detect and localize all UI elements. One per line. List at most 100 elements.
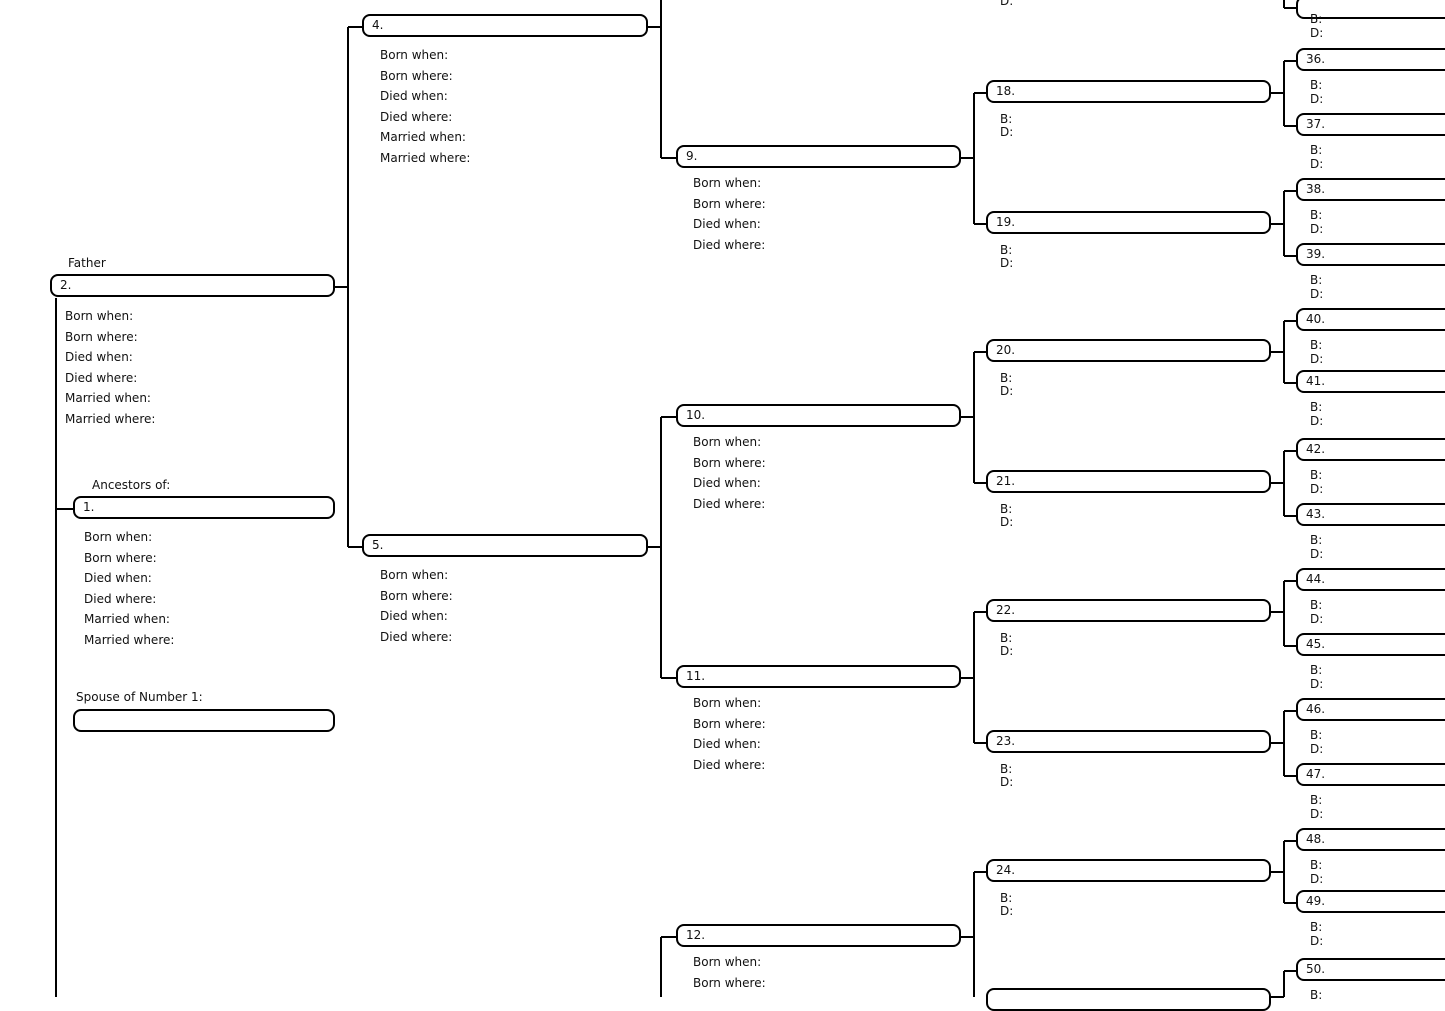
connector-line: [974, 223, 988, 225]
p10-field-label: Died when:: [693, 476, 761, 491]
p4-field-label: Died where:: [380, 109, 453, 124]
p21-field-label: D:: [1000, 515, 1014, 529]
connector-line: [661, 677, 676, 679]
p2-field-label: Born when:: [65, 309, 134, 323]
connector-line: [960, 416, 974, 418]
p19-field-label: D:: [1000, 256, 1014, 270]
p39-field-label: B:: [1310, 273, 1323, 287]
connector-line: [1283, 61, 1285, 126]
person-p49-name-box[interactable]: 49.: [1296, 890, 1445, 913]
p9-field-label: Born where:: [693, 196, 766, 211]
p42-field-label: D:: [1310, 482, 1324, 496]
person-p36-name-box[interactable]: 36.: [1296, 48, 1445, 71]
person-25-name-box-partial[interactable]: [986, 988, 1271, 1011]
person-p23-name-box[interactable]: 23.: [986, 730, 1271, 753]
p9-field-label: Born when:: [693, 176, 762, 190]
person-p22-name-box[interactable]: 22.: [986, 599, 1271, 622]
person-p50-name-box[interactable]: 50.: [1296, 958, 1445, 981]
p11-field-label: Born where:: [693, 716, 766, 731]
person-p2-name-box[interactable]: 2.: [50, 274, 335, 297]
p43-field-label: B:: [1310, 533, 1323, 547]
connector-line: [1284, 60, 1298, 62]
p2-field-label: Married when:: [65, 391, 151, 406]
p24-field-label: B:: [1000, 891, 1013, 905]
connector-line: [1270, 92, 1284, 94]
person-p46-name-box[interactable]: 46.: [1296, 698, 1445, 721]
connector-line: [973, 93, 975, 224]
person-p5-name-box[interactable]: 5.: [362, 534, 648, 557]
person-p21-name-box[interactable]: 21.: [986, 470, 1271, 493]
connector-line: [1284, 515, 1298, 517]
person-spouse-name-box[interactable]: [73, 709, 335, 732]
connector-line: [334, 286, 348, 288]
connector-line: [1283, 451, 1285, 516]
connector-line: [960, 157, 974, 159]
person-p1-name-box[interactable]: 1.: [73, 496, 335, 519]
connector-line: [1283, 581, 1285, 646]
connector-line: [55, 298, 57, 997]
p22-field-label: D:: [1000, 644, 1014, 658]
p39-field-label: D:: [1310, 287, 1324, 301]
person-p18-name-box[interactable]: 18.: [986, 80, 1271, 103]
person-p44-name-box[interactable]: 44.: [1296, 568, 1445, 591]
p4-field-label: Born where:: [380, 68, 453, 83]
p47-field-label: D:: [1310, 807, 1324, 821]
person-p48-name-box[interactable]: 48.: [1296, 828, 1445, 851]
person-p37-name-box[interactable]: 37.: [1296, 113, 1445, 136]
p17-field-label: D:: [1000, 0, 1014, 8]
connector-line: [1284, 580, 1298, 582]
p22-field-label: B:: [1000, 631, 1013, 645]
person-p11-name-box[interactable]: 11.: [676, 665, 961, 688]
person-p38-name-box[interactable]: 38.: [1296, 178, 1445, 201]
father-heading: Father: [68, 256, 106, 270]
connector-line: [660, 0, 662, 158]
person-p42-name-box[interactable]: 42.: [1296, 438, 1445, 461]
connector-line: [1283, 0, 1285, 8]
p4-field-label: Married when:: [380, 130, 466, 145]
p48-field-label: D:: [1310, 872, 1324, 886]
p9-field-label: Died when:: [693, 217, 761, 232]
person-35-name-box-partial[interactable]: [1296, 0, 1445, 19]
connector-line: [56, 508, 74, 510]
connector-line: [1283, 971, 1285, 997]
connector-line: [1270, 482, 1284, 484]
p36-field-label: D:: [1310, 92, 1324, 106]
person-p10-name-box[interactable]: 10.: [676, 404, 961, 427]
person-p43-name-box[interactable]: 43.: [1296, 503, 1445, 526]
p20-field-label: D:: [1000, 384, 1014, 398]
p46-field-label: B:: [1310, 728, 1323, 742]
connector-line: [1284, 450, 1298, 452]
p48-field-label: B:: [1310, 858, 1323, 872]
person-p19-name-box[interactable]: 19.: [986, 211, 1271, 234]
p41-field-label: B:: [1310, 400, 1323, 414]
connector-line: [974, 611, 988, 613]
connector-line: [348, 546, 363, 548]
person-p41-name-box[interactable]: 41.: [1296, 370, 1445, 393]
connector-line: [973, 612, 975, 743]
p12-field-label: Born when:: [693, 955, 762, 969]
person-p24-name-box[interactable]: 24.: [986, 859, 1271, 882]
p2-field-label: Married where:: [65, 412, 156, 426]
person-p47-name-box[interactable]: 47.: [1296, 763, 1445, 786]
p1-field-label: Died when:: [84, 571, 152, 586]
connector-line: [1270, 996, 1284, 998]
connector-line: [973, 872, 975, 997]
person-p45-name-box[interactable]: 45.: [1296, 633, 1445, 656]
p18-field-label: B:: [1000, 112, 1013, 126]
connector-line: [960, 677, 974, 679]
person-p20-name-box[interactable]: 20.: [986, 339, 1271, 362]
connector-line: [660, 937, 662, 997]
p1-field-label: Married where:: [84, 633, 175, 647]
connector-line: [647, 546, 661, 548]
person-p9-name-box[interactable]: 9.: [676, 145, 961, 168]
person-p39-name-box[interactable]: 39.: [1296, 243, 1445, 266]
person-p12-name-box[interactable]: 12.: [676, 924, 961, 947]
connector-line: [974, 351, 988, 353]
person-p40-name-box[interactable]: 40.: [1296, 308, 1445, 331]
p47-field-label: B:: [1310, 793, 1323, 807]
person-p4-name-box[interactable]: 4.: [362, 14, 648, 37]
connector-line: [1284, 775, 1298, 777]
connector-line: [647, 26, 661, 28]
connector-line: [1284, 970, 1298, 972]
connector-line: [974, 871, 988, 873]
